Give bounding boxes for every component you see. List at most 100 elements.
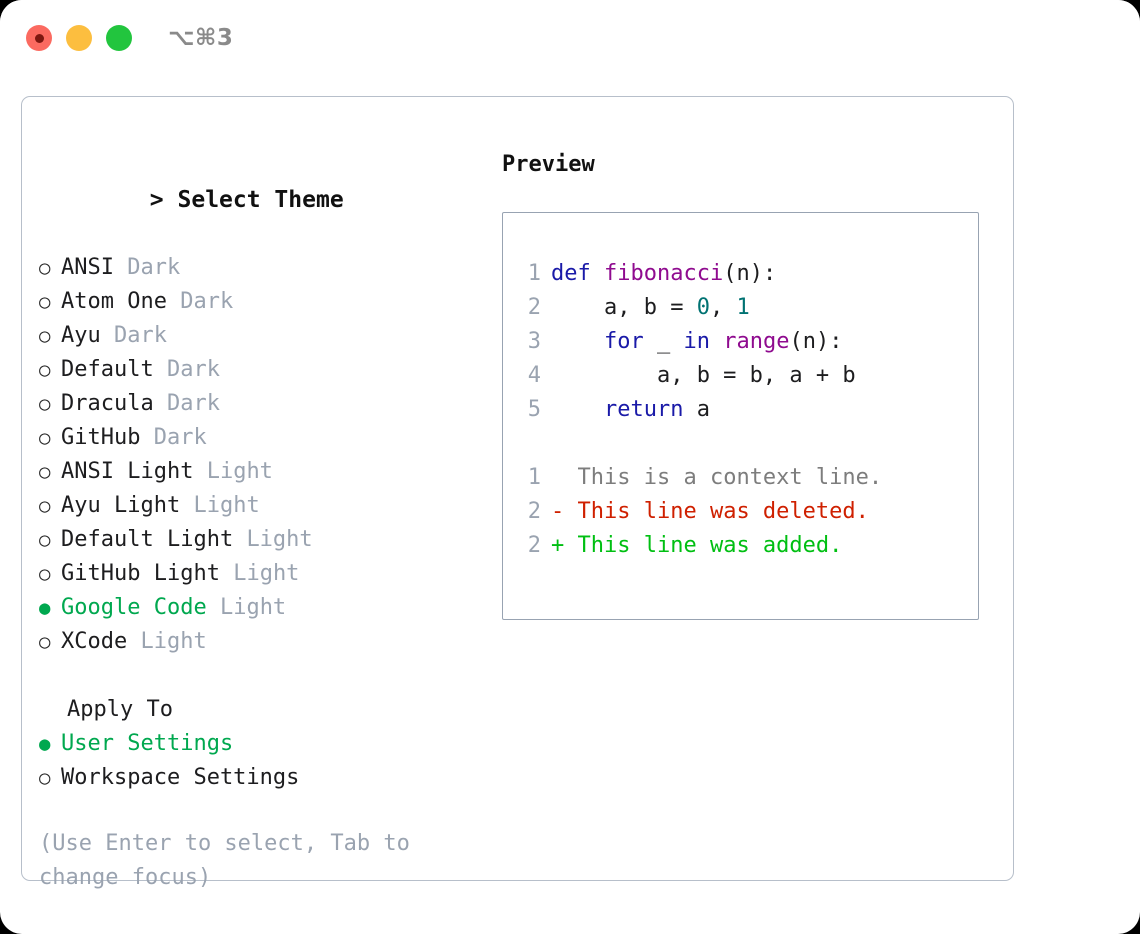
- theme-picker-column: > Select Theme ○ANSI Dark○Atom One Dark○…: [39, 149, 489, 895]
- theme-option-default-light[interactable]: ○Default Light Light: [39, 523, 489, 557]
- maximize-window-button[interactable]: [106, 25, 132, 51]
- theme-option-ansi-light[interactable]: ○ANSI Light Light: [39, 455, 489, 489]
- theme-option-atom-one[interactable]: ○Atom One Dark: [39, 285, 489, 319]
- diff-line: 2- This line was deleted.: [517, 495, 970, 529]
- code-token: a, b =: [551, 295, 697, 320]
- apply-to-option-label: User Settings: [61, 731, 234, 756]
- radio-empty-icon: ○: [39, 427, 51, 449]
- label-separator: [233, 523, 246, 557]
- label-separator: [114, 251, 127, 285]
- apply-to-option-label: Workspace Settings: [61, 765, 300, 790]
- theme-variant-badge: Dark: [180, 289, 234, 314]
- label-separator: [207, 591, 220, 625]
- code-token: [551, 397, 604, 422]
- theme-option-xcode[interactable]: ○XCode Light: [39, 625, 489, 659]
- diff-text: This line was added.: [577, 533, 843, 558]
- theme-option-label: Google Code: [61, 595, 207, 620]
- window-controls: [26, 25, 132, 51]
- label-separator: [154, 387, 167, 421]
- theme-option-list[interactable]: ○ANSI Dark○Atom One Dark○Ayu Dark○Defaul…: [39, 251, 489, 659]
- line-number: 2: [527, 499, 541, 524]
- code-token: for: [603, 329, 644, 354]
- code-token: 1: [736, 295, 750, 320]
- diff-gap: [564, 465, 577, 490]
- minimize-window-button[interactable]: [66, 25, 92, 51]
- line-number: 5: [527, 397, 541, 422]
- theme-option-dracula[interactable]: ○Dracula Dark: [39, 387, 489, 421]
- theme-option-label: ANSI: [61, 255, 114, 280]
- apply-to-option-workspace-settings[interactable]: ○Workspace Settings: [39, 761, 489, 795]
- code-line: 5 return a: [517, 393, 970, 427]
- theme-variant-badge: Dark: [166, 357, 220, 382]
- line-number: 2: [527, 533, 541, 558]
- code-token: fibonacci: [603, 261, 724, 286]
- code-token: a, b = b, a + b: [551, 363, 856, 388]
- label-separator: [101, 319, 114, 353]
- code-token: def: [551, 261, 604, 286]
- theme-variant-badge: Dark: [114, 323, 167, 348]
- code-token: return: [603, 397, 684, 422]
- radio-empty-icon: ○: [39, 257, 51, 279]
- code-line: 1 def fibonacci(n):: [517, 257, 970, 291]
- theme-variant-badge: Light: [246, 527, 313, 552]
- theme-variant-badge: Light: [206, 459, 273, 484]
- diff-gap: [564, 533, 577, 558]
- theme-option-label: XCode: [61, 629, 128, 654]
- diff-marker: +: [551, 533, 565, 558]
- label-separator: [154, 353, 167, 387]
- line-number: 2: [527, 295, 541, 320]
- keyboard-hint-text: (Use Enter to select, Tab to change focu…: [39, 831, 410, 890]
- radio-selected-icon: ●: [39, 733, 51, 755]
- code-token: range: [723, 329, 790, 354]
- close-window-button[interactable]: [26, 25, 52, 51]
- select-theme-title: Select Theme: [177, 187, 344, 213]
- code-token: (n):: [723, 261, 777, 286]
- theme-variant-badge: Dark: [127, 255, 181, 280]
- radio-selected-icon: ●: [39, 597, 51, 619]
- theme-option-label: ANSI Light: [61, 459, 194, 484]
- code-token: [710, 329, 723, 354]
- theme-option-label: GitHub Light: [61, 561, 220, 586]
- theme-variant-badge: Dark: [166, 391, 220, 416]
- theme-option-ansi[interactable]: ○ ANSI Dark: [39, 251, 489, 285]
- theme-variant-badge: Light: [233, 561, 300, 586]
- label-separator: [127, 625, 140, 659]
- label-separator: [220, 557, 233, 591]
- label-separator: [167, 285, 180, 319]
- theme-option-label: Dracula: [61, 391, 154, 416]
- theme-option-label: Default: [61, 357, 154, 382]
- theme-option-label: GitHub: [61, 425, 141, 450]
- prompt-caret-icon: >: [149, 187, 164, 213]
- code-token: (n):: [789, 329, 843, 354]
- code-token: [551, 329, 604, 354]
- line-number: 3: [527, 329, 541, 354]
- theme-option-default[interactable]: ○ Default Dark: [39, 353, 489, 387]
- theme-variant-badge: Light: [193, 493, 260, 518]
- code-line: 3 for _ in range(n):: [517, 325, 970, 359]
- radio-empty-icon: ○: [39, 359, 51, 381]
- theme-option-label: Default Light: [61, 527, 234, 552]
- theme-option-ayu[interactable]: ○Ayu Dark: [39, 319, 489, 353]
- apply-to-option-list[interactable]: ● User Settings ○Workspace Settings: [39, 727, 489, 795]
- line-number: 1: [527, 261, 541, 286]
- diff-line: 1 This is a context line.: [517, 461, 970, 495]
- preview-heading: Preview: [502, 152, 595, 177]
- apply-to-heading: Apply To: [67, 697, 173, 722]
- diff-line: 2 + This line was added.: [517, 529, 970, 563]
- diff-text: This line was deleted.: [577, 499, 869, 524]
- theme-option-github[interactable]: ○GitHub Dark: [39, 421, 489, 455]
- section-spacer: [39, 659, 489, 693]
- theme-option-ayu-light[interactable]: ○Ayu Light Light: [39, 489, 489, 523]
- diff-sample: 1 This is a context line.2- This line wa…: [517, 461, 970, 563]
- code-token: _: [643, 329, 684, 354]
- radio-empty-icon: ○: [39, 291, 51, 313]
- theme-option-github-light[interactable]: ○GitHub Light Light: [39, 557, 489, 591]
- apply-to-option-user-settings[interactable]: ● User Settings: [39, 727, 489, 761]
- radio-empty-icon: ○: [39, 495, 51, 517]
- theme-option-google-code[interactable]: ●Google Code Light: [39, 591, 489, 625]
- diff-gap: [564, 499, 577, 524]
